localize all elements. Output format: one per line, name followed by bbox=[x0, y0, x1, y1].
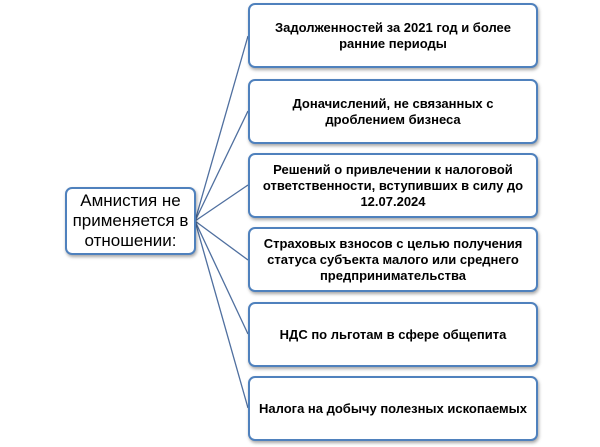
root-node: Амнистия не применяется в отношении: bbox=[65, 187, 196, 255]
connector-2 bbox=[194, 110, 249, 222]
item-node-5: НДС по льготам в сфере общепита bbox=[248, 302, 538, 367]
item-node-4: Страховых взносов с целью получения стат… bbox=[248, 227, 538, 292]
item-label: Доначислений, не связанных с дроблением … bbox=[292, 95, 494, 127]
item-label: Решений о привлечении к налоговой ответс… bbox=[262, 161, 524, 209]
connector-6 bbox=[194, 220, 249, 409]
item-node-2: Доначислений, не связанных с дроблением … bbox=[248, 79, 538, 144]
item-node-6: Налога на добычу полезных ископаемых bbox=[248, 376, 538, 441]
item-label: Налога на добычу полезных ископаемых bbox=[259, 400, 527, 416]
item-label: Задолженностей за 2021 год и более ранни… bbox=[274, 19, 512, 51]
connector-3 bbox=[194, 184, 249, 222]
connector-4 bbox=[194, 220, 249, 261]
item-label: Страховых взносов с целью получения стат… bbox=[263, 235, 523, 283]
item-node-1: Задолженностей за 2021 год и более ранни… bbox=[248, 3, 538, 68]
connector-5 bbox=[194, 220, 249, 335]
root-label: Амнистия не применяется в отношении: bbox=[72, 191, 189, 250]
item-label: НДС по льготам в сфере общепита bbox=[279, 326, 507, 342]
connector-1 bbox=[194, 35, 249, 222]
item-node-3: Решений о привлечении к налоговой ответс… bbox=[248, 153, 538, 218]
